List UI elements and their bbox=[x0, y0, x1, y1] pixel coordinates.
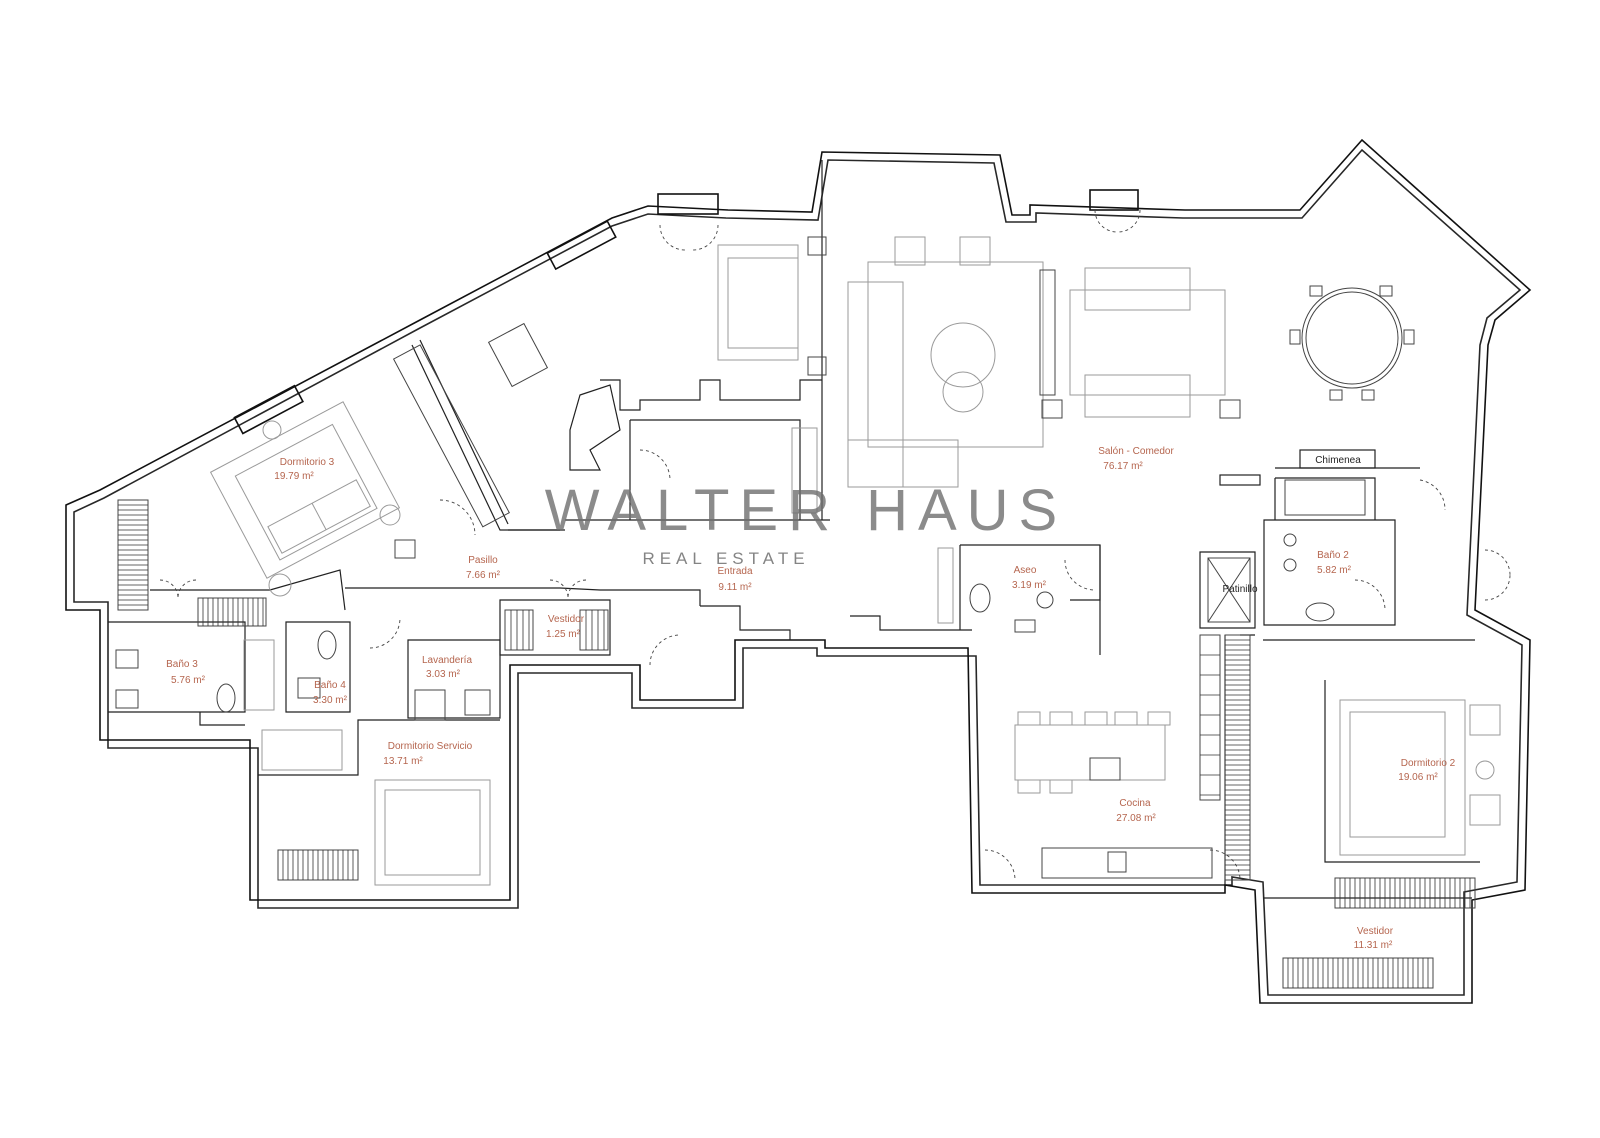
room-area-entrada: 9.11 m² bbox=[718, 582, 752, 593]
room-name-vestidor-1: Vestidor bbox=[548, 614, 585, 625]
room-name-aseo: Aseo bbox=[1014, 565, 1037, 576]
furniture bbox=[115, 236, 1501, 989]
room-name-dormitorio-3: Dormitorio 3 bbox=[280, 457, 335, 468]
room-area-bano-2: 5.82 m² bbox=[1317, 565, 1352, 576]
door-swings bbox=[159, 209, 1511, 881]
room-name-entrada: Entrada bbox=[717, 566, 752, 577]
watermark-brand: WALTER HAUS bbox=[545, 478, 1068, 543]
room-area-pasillo: 7.66 m² bbox=[466, 570, 501, 581]
room-name-salon-comedor: Salón - Comedor bbox=[1098, 446, 1174, 457]
room-area-vestidor-1: 1.25 m² bbox=[546, 629, 581, 640]
room-name-bano-2: Baño 2 bbox=[1317, 550, 1349, 561]
room-area-salon-comedor: 76.17 m² bbox=[1103, 461, 1143, 472]
room-area-cocina: 27.08 m² bbox=[1116, 813, 1156, 824]
room-name-bano-3: Baño 3 bbox=[166, 659, 198, 670]
room-area-bano-3: 5.76 m² bbox=[171, 675, 206, 686]
room-area-dormitorio-servicio: 13.71 m² bbox=[383, 756, 423, 767]
room-name-dormitorio-2: Dormitorio 2 bbox=[1401, 758, 1456, 769]
interior-walls bbox=[108, 160, 1480, 899]
fixture-label-patinillo: Patinillo bbox=[1222, 584, 1257, 595]
room-name-cocina: Cocina bbox=[1119, 798, 1151, 809]
watermark-tagline: REAL ESTATE bbox=[642, 549, 809, 568]
room-area-lavanderia: 3.03 m² bbox=[426, 669, 461, 680]
room-area-dormitorio-2: 19.06 m² bbox=[1398, 772, 1438, 783]
outer-walls bbox=[65, 138, 1532, 1004]
room-area-dormitorio-3: 19.79 m² bbox=[274, 471, 314, 482]
wardrobe-hatching bbox=[118, 504, 1471, 988]
room-name-vestidor-2: Vestidor bbox=[1357, 926, 1394, 937]
room-labels: Dormitorio 3 19.79 m² Pasillo 7.66 m² En… bbox=[166, 446, 1456, 951]
fixture-label-chimenea: Chimenea bbox=[1315, 455, 1361, 466]
room-name-bano-4: Baño 4 bbox=[314, 680, 346, 691]
room-area-aseo: 3.19 m² bbox=[1012, 580, 1047, 591]
room-area-vestidor-2: 11.31 m² bbox=[1354, 940, 1393, 951]
room-name-lavanderia: Lavandería bbox=[422, 655, 472, 666]
room-area-bano-4: 3.30 m² bbox=[313, 695, 348, 706]
room-name-dormitorio-servicio: Dormitorio Servicio bbox=[388, 741, 473, 752]
room-name-pasillo: Pasillo bbox=[468, 555, 498, 566]
